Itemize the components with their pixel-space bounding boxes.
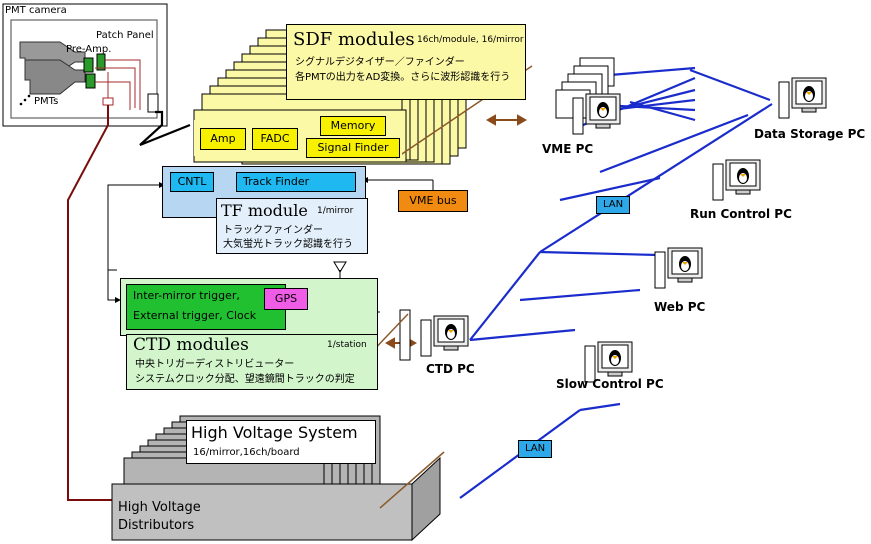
tf-title: TF module [221,201,308,220]
pmt-dots [19,94,31,106]
sdf-jp-1: シグナルデジタイザー／ファインダー [295,57,465,68]
patch-panel-connector [147,93,159,113]
vme-bus-label: VME bus [398,190,468,212]
web-pc-label: Web PC [654,300,706,314]
hv-backplane [379,451,445,509]
tf-subtitle: 1/mirror [317,206,354,216]
hv-subtitle: 16/mirror,16ch/board [193,447,300,458]
ctd-pc-label: CTD PC [426,362,475,376]
vme-pc-label: VME PC [542,142,594,156]
hv-dist-1: High Voltage [118,500,201,515]
ctd-trigger-1: Inter-mirror trigger, [133,289,240,302]
camera-title: PMT camera [5,5,67,16]
ctd-trigger-2: External trigger, Clock [133,309,257,322]
slow-control-pc-label: Slow Control PC [556,377,664,391]
camera-signal-lines [95,59,141,110]
patch-panel-label: Patch Panel [96,30,154,41]
sdf-title: SDF modules [293,29,415,50]
web-pc-icon [654,247,703,289]
tf-info-box: TF module 1/mirror トラックファインダー 大気蛍光トラック認識… [216,198,368,254]
hv-title: High Voltage System [191,423,358,442]
ctd-trigger-block: Inter-mirror trigger, External trigger, … [126,284,286,330]
camera-sdf-cable [139,110,191,147]
ctd-tf-line [107,184,160,301]
pmt-tube-lower [24,59,86,95]
amp-block: Amp [200,128,246,150]
data-storage-pc-label: Data Storage PC [754,127,866,141]
gps-block: GPS [264,288,308,310]
hv-info-box: High Voltage System 16/mirror,16ch/board [186,420,376,464]
ctd-title: CTD modules [133,335,249,355]
hv-dist-2: Distributors [118,518,195,533]
ctd-module-stack [399,309,411,361]
sdf-jp-2: 各PMTの出力をAD変換。さらに波形認識を行う [295,72,511,83]
vme-pc-icon [572,93,621,135]
lan-badge-lower: LAN [518,440,552,458]
run-control-pc-icon [712,159,761,201]
ctd-subtitle: 1/station [327,340,367,350]
hv-cable [67,105,112,501]
hv-connector [102,97,114,106]
gps-antenna [333,261,347,273]
sdf-vme-arrow [485,114,528,126]
tf-jp-2: 大気蛍光トラック認識を行う [223,239,353,250]
signal-finder-block: Signal Finder [306,138,400,158]
pmts-label: PMTs [34,96,59,107]
ctd-jp-1: 中央トリガーディストリビューター [135,359,295,370]
tf-jp-1: トラックファインダー [223,225,323,236]
track-finder-block: Track Finder [236,172,356,192]
cntl-block: CNTL [170,172,214,192]
ctd-jp-2: システムクロック分配、望遠鏡間トラックの判定 [135,374,355,385]
sdf-subtitle: 16ch/module, 16/mirror [417,35,524,45]
slow-control-pc-icon [584,341,633,383]
lan-network [459,66,773,499]
preamp-board-2 [85,73,96,89]
fadc-block: FADC [252,128,298,150]
ctd-info-box: CTD modules 1/station 中央トリガーディストリビューター シ… [126,334,378,390]
sdf-module-panel: SDF modules 16ch/module, 16/mirror シグナルデ… [286,24,526,100]
lan-badge-upper: LAN [596,196,630,214]
run-control-pc-label: Run Control PC [690,207,792,221]
preamp-board-3 [96,53,106,71]
memory-block: Memory [320,116,386,136]
data-storage-pc-icon [778,77,827,119]
ctd-pc-icon [420,315,469,357]
hv-board-stack [111,415,441,542]
preamp-label: Pre-Amp. [66,44,112,55]
preamp-board-1 [83,57,94,73]
